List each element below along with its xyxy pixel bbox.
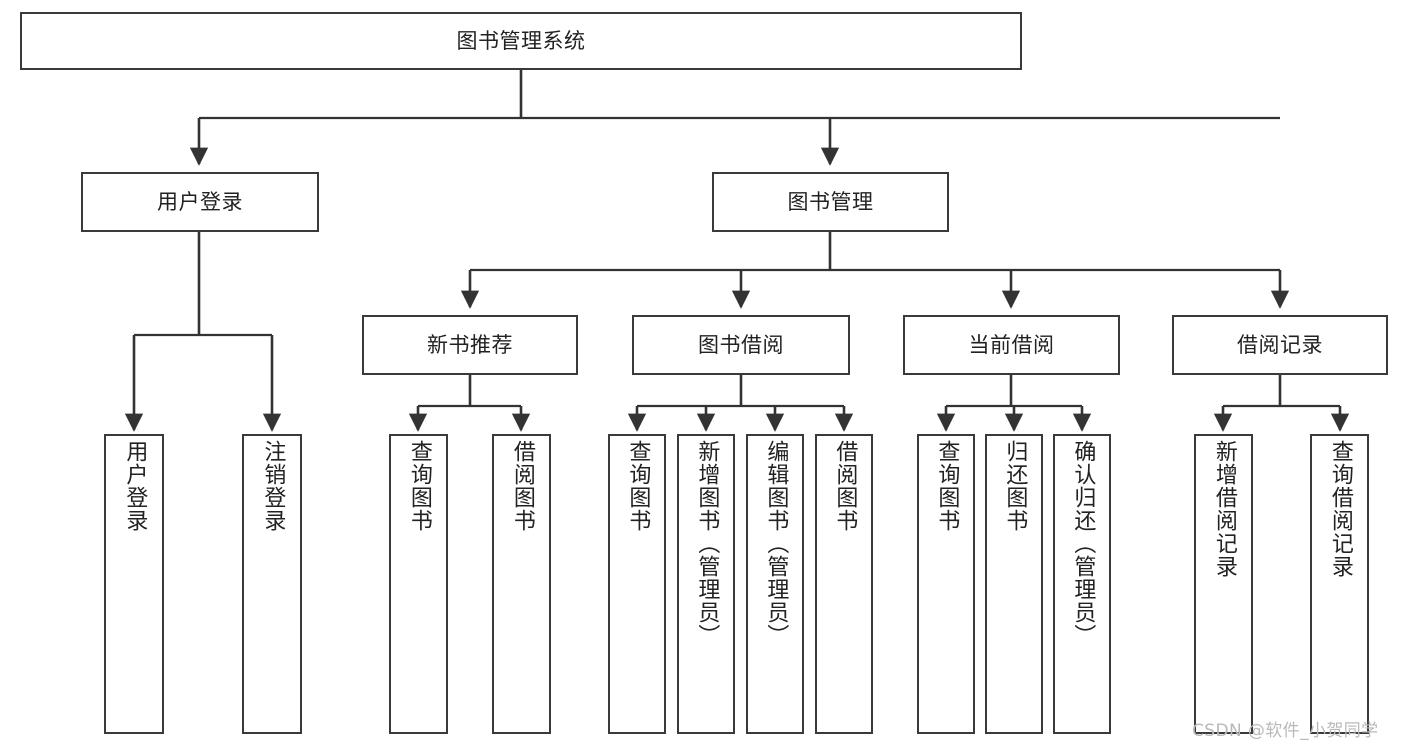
node-leaf-query-record-label: 查询借阅记录 bbox=[1327, 440, 1353, 578]
node-root-label: 图书管理系统 bbox=[456, 28, 586, 53]
node-borrow-record-label: 借阅记录 bbox=[1237, 332, 1323, 357]
node-leaf-confirm-return-label: 确认归还（管理员） bbox=[1070, 440, 1096, 647]
node-new-book-rec[interactable]: 新书推荐 bbox=[362, 315, 578, 375]
node-leaf-borrow-book-2[interactable]: 借阅图书 bbox=[815, 434, 873, 734]
node-book-borrow[interactable]: 图书借阅 bbox=[632, 315, 850, 375]
node-leaf-borrow-book-1[interactable]: 借阅图书 bbox=[492, 434, 551, 734]
node-book-manage-label: 图书管理 bbox=[787, 189, 874, 214]
node-borrow-record[interactable]: 借阅记录 bbox=[1172, 315, 1388, 375]
node-leaf-user-login[interactable]: 用户登录 bbox=[104, 434, 164, 734]
node-leaf-query-book-1-label: 查询图书 bbox=[406, 440, 432, 532]
node-leaf-logout[interactable]: 注销登录 bbox=[242, 434, 302, 734]
node-new-book-rec-label: 新书推荐 bbox=[427, 332, 513, 357]
node-leaf-add-record-label: 新增借阅记录 bbox=[1211, 440, 1237, 578]
node-book-borrow-label: 图书借阅 bbox=[698, 332, 784, 357]
node-current-borrow[interactable]: 当前借阅 bbox=[903, 315, 1120, 375]
node-leaf-borrow-book-1-label: 借阅图书 bbox=[509, 440, 535, 532]
node-leaf-add-book-label: 新增图书（管理员） bbox=[694, 440, 720, 647]
node-root[interactable]: 图书管理系统 bbox=[20, 12, 1022, 70]
node-leaf-confirm-return[interactable]: 确认归还（管理员） bbox=[1053, 434, 1111, 734]
node-leaf-add-record[interactable]: 新增借阅记录 bbox=[1194, 434, 1253, 734]
node-current-borrow-label: 当前借阅 bbox=[968, 332, 1055, 357]
node-leaf-edit-book[interactable]: 编辑图书（管理员） bbox=[746, 434, 804, 734]
node-leaf-edit-book-label: 编辑图书（管理员） bbox=[763, 440, 789, 647]
node-leaf-query-book-2-label: 查询图书 bbox=[625, 440, 651, 532]
node-leaf-return-book-label: 归还图书 bbox=[1002, 440, 1028, 532]
node-user-login[interactable]: 用户登录 bbox=[81, 172, 319, 232]
node-leaf-return-book[interactable]: 归还图书 bbox=[985, 434, 1043, 734]
node-book-manage[interactable]: 图书管理 bbox=[712, 172, 949, 232]
node-leaf-query-book-2[interactable]: 查询图书 bbox=[608, 434, 666, 734]
csdn-watermark: CSDN @软件_小贺同学 bbox=[1192, 721, 1379, 741]
node-leaf-query-book-1[interactable]: 查询图书 bbox=[389, 434, 448, 734]
node-leaf-borrow-book-2-label: 借阅图书 bbox=[832, 440, 858, 532]
node-leaf-user-login-label: 用户登录 bbox=[122, 440, 148, 532]
node-leaf-query-book-3-label: 查询图书 bbox=[934, 440, 960, 532]
node-leaf-query-book-3[interactable]: 查询图书 bbox=[917, 434, 975, 734]
node-leaf-query-record[interactable]: 查询借阅记录 bbox=[1310, 434, 1369, 734]
node-leaf-add-book[interactable]: 新增图书（管理员） bbox=[677, 434, 735, 734]
node-leaf-logout-label: 注销登录 bbox=[260, 440, 286, 532]
node-user-login-label: 用户登录 bbox=[157, 189, 243, 214]
